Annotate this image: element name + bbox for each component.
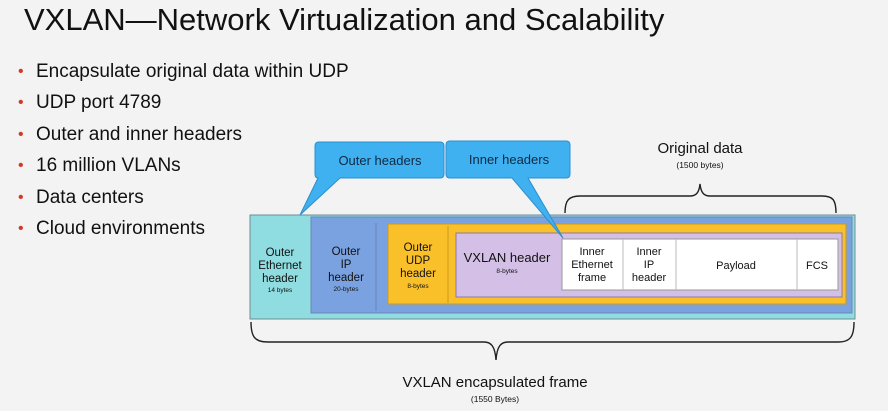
bullet-item: • Outer and inner headers	[18, 119, 349, 151]
bullet-dot-icon: •	[18, 94, 24, 112]
inner-ethernet-label-3: frame	[578, 272, 606, 284]
inner-ethernet-label-2: Ethernet	[571, 259, 613, 271]
outer-udp-size: 8-bytes	[407, 283, 429, 290]
bullet-dot-icon: •	[18, 62, 24, 80]
original-data-size: (1500 bytes)	[676, 160, 723, 170]
original-data-brace-icon	[564, 183, 837, 214]
outer-ip-label-2: IP	[341, 259, 352, 271]
bullet-dot-icon: •	[18, 157, 24, 175]
bullet-dot-icon: •	[18, 188, 24, 206]
inner-frame	[561, 238, 839, 291]
inner-headers-callout	[445, 140, 571, 239]
bullet-text: Outer and inner headers	[36, 123, 242, 145]
outer-ethernet-label-1: Outer	[266, 247, 295, 259]
inner-ip-label-2: IP	[644, 259, 654, 271]
outer-headers-callout-text: Outer headers	[338, 153, 422, 168]
original-data-label: Original data	[657, 140, 743, 157]
vxlan-header-label: VXLAN header	[464, 250, 551, 265]
bullet-text: Encapsulate original data within UDP	[36, 60, 349, 82]
bullet-dot-icon: •	[18, 125, 24, 143]
bullet-item: • Data centers	[18, 182, 349, 214]
encapsulated-frame-size: (1550 Bytes)	[471, 394, 519, 404]
outer-ip-label-3: header	[328, 272, 364, 284]
outer-udp-label-1: Outer	[404, 242, 433, 254]
outer-ethernet-label-2: Ethernet	[258, 260, 302, 272]
encapsulated-frame-label: VXLAN encapsulated frame	[402, 374, 587, 391]
outer-ip-size: 20-bytes	[334, 286, 360, 293]
outer-udp-label-2: UDP	[406, 255, 431, 267]
vxlan-header-size: 8-bytes	[496, 268, 518, 275]
fcs-label: FCS	[806, 260, 828, 272]
bullet-list: • Encapsulate original data within UDP • U…	[18, 56, 349, 245]
bullet-text: UDP port 4789	[36, 92, 162, 114]
payload-label: Payload	[716, 260, 756, 272]
inner-ethernet-label-1: Inner	[579, 246, 604, 258]
bullet-item: • Encapsulate original data within UDP	[18, 56, 349, 88]
slide-title: VXLAN—Network Virtualization and Scalabi…	[24, 2, 665, 37]
bullet-text: Data centers	[36, 186, 144, 208]
bullet-text: Cloud environments	[36, 218, 205, 240]
inner-ip-label-3: header	[632, 272, 667, 284]
outer-headers-callout	[299, 141, 445, 216]
outer-ip-label-1: Outer	[332, 246, 361, 258]
bullet-item: • UDP port 4789	[18, 88, 349, 120]
outer-ethernet-size: 14 bytes	[268, 287, 293, 294]
outer-udp-label-3: header	[400, 268, 436, 280]
bullet-item: • 16 million VLANs	[18, 151, 349, 183]
inner-headers-callout-text: Inner headers	[469, 152, 550, 167]
bullet-text: 16 million VLANs	[36, 155, 181, 177]
bullet-dot-icon: •	[18, 220, 24, 238]
outer-ethernet-label-3: header	[262, 273, 298, 285]
encapsulated-frame-brace-icon	[250, 321, 855, 361]
bullet-item: • Cloud environments	[18, 214, 349, 246]
inner-ip-label-1: Inner	[636, 246, 661, 258]
